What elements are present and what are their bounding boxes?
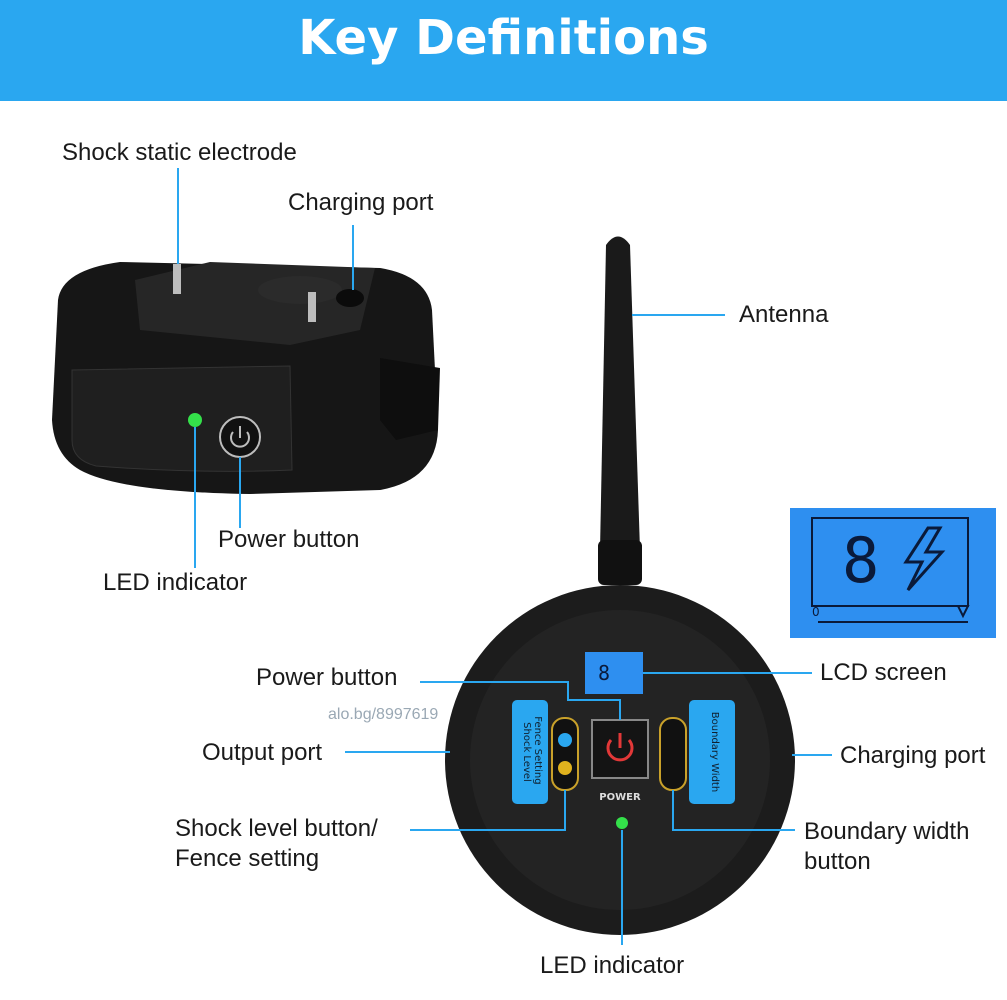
header-banner: Key Definitions xyxy=(0,0,1007,101)
label-output-port: Output port xyxy=(202,739,323,766)
collar-receiver xyxy=(52,262,440,494)
lightning-icon xyxy=(903,526,946,592)
collar-led-indicator xyxy=(188,413,202,427)
label-collar-charging-port: Charging port xyxy=(288,189,434,216)
transmitter-led xyxy=(616,817,628,829)
label-collar-power-button: Power button xyxy=(218,526,360,553)
page-title: Key Definitions xyxy=(298,10,709,66)
svg-text:0: 0 xyxy=(812,605,820,619)
label-lcd-screen: LCD screen xyxy=(820,659,947,686)
label-boundary-width-2: button xyxy=(804,848,871,875)
label-shock-level-1: Shock level button/ xyxy=(175,815,378,842)
label-shock-electrode: Shock static electrode xyxy=(62,139,297,166)
label-antenna: Antenna xyxy=(739,301,829,328)
transmitter-lcd xyxy=(585,652,643,694)
label-shock-level-2: Fence setting xyxy=(175,845,320,872)
label-collar-led: LED indicator xyxy=(103,569,248,596)
left-panel xyxy=(512,700,548,804)
collar-leader-lines xyxy=(177,168,354,568)
svg-text:POWER: POWER xyxy=(599,792,641,803)
electrode-left xyxy=(173,264,181,294)
transmitter-leader-lines xyxy=(345,314,832,945)
collar-charging-port xyxy=(336,289,364,307)
svg-text:8: 8 xyxy=(598,661,610,685)
label-transmitter-led: LED indicator xyxy=(540,952,685,979)
svg-text:Boundary Width: Boundary Width xyxy=(709,712,720,792)
shock-level-button xyxy=(551,717,579,791)
watermark: alo.bg/8997619 xyxy=(328,706,439,723)
lcd-zoom-inset: 8 0 xyxy=(790,508,996,638)
boundary-width-button xyxy=(659,717,687,791)
label-transmitter-power-button: Power button xyxy=(256,664,398,691)
transmitter-power-button xyxy=(591,719,649,779)
right-panel xyxy=(689,700,735,804)
svg-text:8: 8 xyxy=(842,524,879,597)
electrode-right xyxy=(308,292,316,322)
antenna xyxy=(600,236,640,550)
svg-text:Fence Setting Shock Leve: Fence Setting Shock Level xyxy=(521,716,543,788)
label-transmitter-charging-port: Charging port xyxy=(840,742,986,769)
label-boundary-width-1: Boundary width xyxy=(804,818,970,845)
